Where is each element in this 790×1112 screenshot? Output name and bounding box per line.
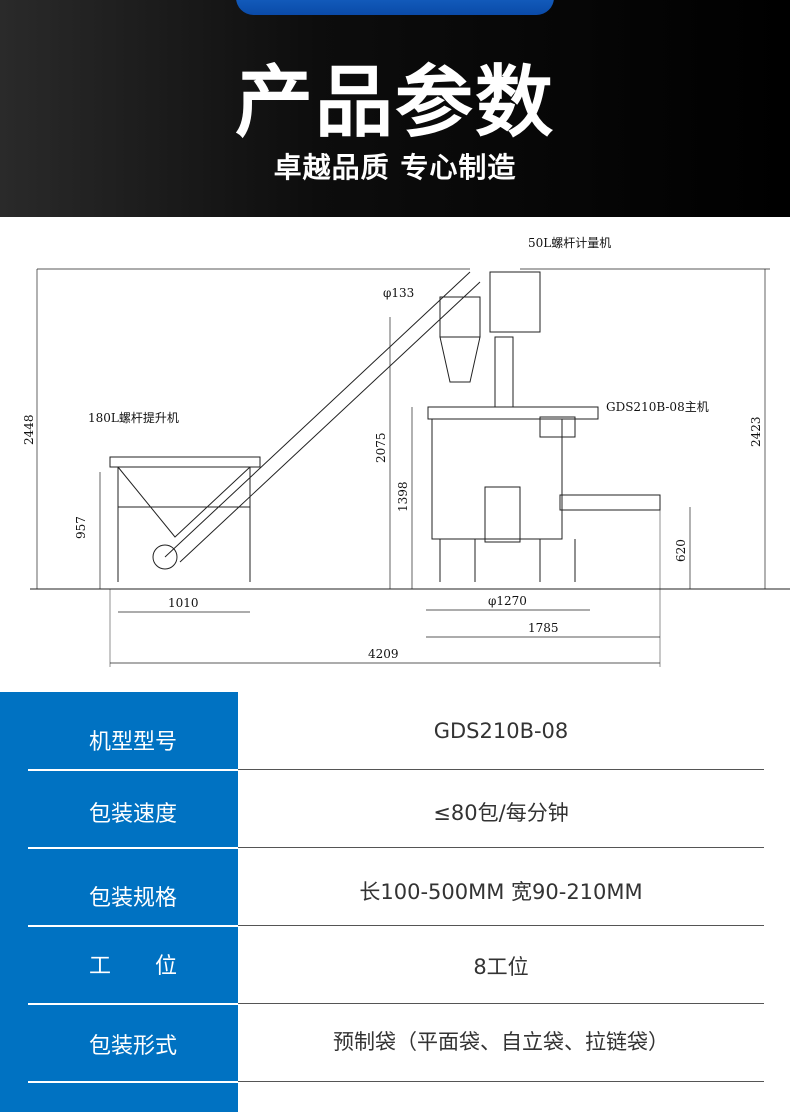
divider [28, 769, 238, 771]
spec-value: 预制袋（平面袋、自立袋、拉链袋） [333, 1030, 669, 1054]
label-lifter: 180L螺杆提升机 [88, 410, 179, 425]
spec-label: 包装速度 [88, 802, 177, 827]
spec-value: 长100-500MM 宽90-210MM [359, 880, 643, 904]
spec-label: 机型型号 [88, 730, 177, 755]
page-subtitle: 卓越品质 专心制造 [273, 151, 517, 184]
dim-1010: 1010 [168, 596, 199, 610]
machine-drawing: 50L螺杆计量机 φ133 180L螺杆提升机 GDS210B-08主机 244… [22, 236, 790, 667]
spec-value: ≤80包/每分钟 [433, 801, 569, 825]
spec-label: 包装规格 [88, 886, 177, 911]
dim-2075: 2075 [374, 432, 388, 463]
hero-banner: 产品参数 卓越品质 专心制造 [0, 0, 790, 217]
spec-row: 包装速度 ≤80包/每分钟 [0, 770, 790, 848]
divider [238, 1081, 764, 1082]
label-doser: 50L螺杆计量机 [528, 236, 611, 250]
page-title: 产品参数 [234, 58, 555, 148]
spec-value: 8工位 [473, 955, 529, 979]
label-pipe-diameter: φ133 [383, 286, 414, 300]
dim-1270: φ1270 [488, 594, 527, 608]
spec-row: 工 位 8工位 [0, 926, 790, 1004]
divider [28, 1081, 238, 1083]
spec-row: 包装形式 预制袋（平面袋、自立袋、拉链袋） [0, 1004, 790, 1082]
dim-4209: 4209 [368, 647, 399, 661]
divider [28, 847, 238, 849]
dim-620: 620 [674, 539, 688, 562]
company-pill [236, 0, 554, 15]
spec-value: GDS210B-08 [433, 719, 569, 743]
dim-2448: 2448 [22, 414, 36, 445]
dim-1785: 1785 [528, 621, 559, 635]
dim-957: 957 [74, 516, 88, 539]
spec-row: 包装规格 长100-500MM 宽90-210MM [0, 848, 790, 926]
spec-row: 机型型号 GDS210B-08 [0, 692, 790, 770]
dim-1398: 1398 [396, 481, 410, 512]
spec-label-column [0, 692, 238, 1112]
divider [238, 769, 764, 770]
divider [28, 925, 238, 927]
spec-label: 包装形式 [88, 1034, 177, 1059]
spec-label: 工 位 [88, 954, 177, 979]
label-main-machine: GDS210B-08主机 [606, 400, 709, 414]
divider [238, 1003, 764, 1004]
divider [28, 1003, 238, 1005]
divider [238, 847, 764, 848]
dim-2423: 2423 [749, 416, 763, 447]
divider [238, 925, 764, 926]
